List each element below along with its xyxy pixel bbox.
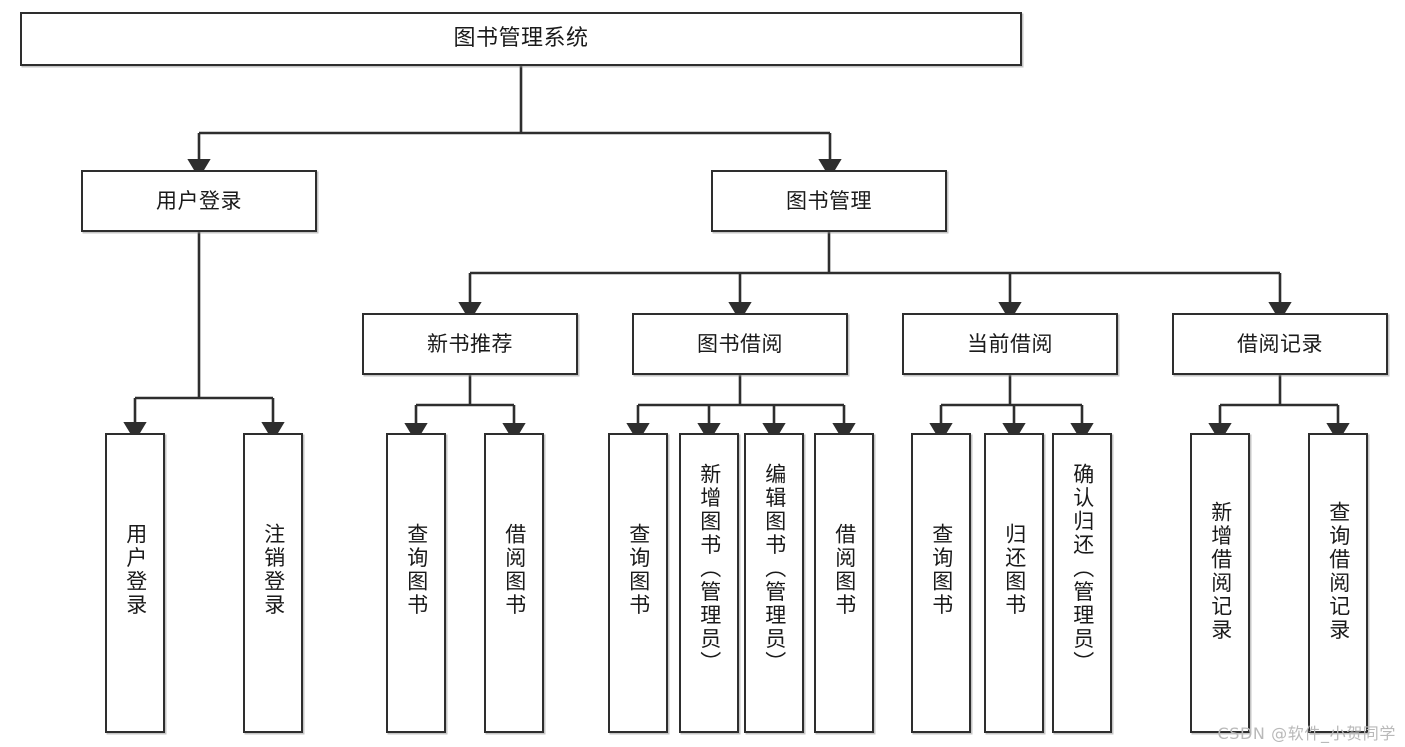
node-label: 用户登录 [156,188,242,213]
node-label: 图书借阅 [697,331,783,356]
leaf-borrow-book-rec[interactable]: 借阅图书 [484,433,544,733]
node-label: 借阅图书 [832,523,857,617]
node-label: 图书管理 [786,188,872,213]
node-label: 编辑图书（管理员） [762,463,787,675]
leaf-borrow-book[interactable]: 借阅图书 [814,433,874,733]
watermark: CSDN @软件_小贺同学 [1217,724,1396,743]
leaf-add-book-admin[interactable]: 新增图书（管理员） [679,433,739,733]
leaf-query-borrow-record[interactable]: 查询借阅记录 [1308,433,1368,733]
node-current-borrow[interactable]: 当前借阅 [902,313,1118,375]
leaf-confirm-return-admin[interactable]: 确认归还（管理员） [1052,433,1112,733]
node-label: 查询图书 [929,523,954,617]
node-label: 新增借阅记录 [1208,501,1233,642]
node-book-management[interactable]: 图书管理 [711,170,947,232]
node-book-borrow[interactable]: 图书借阅 [632,313,848,375]
node-label: 查询图书 [626,523,651,617]
leaf-query-book-current[interactable]: 查询图书 [911,433,971,733]
node-label: 借阅记录 [1237,331,1323,356]
node-label: 用户登录 [123,523,148,617]
node-label: 借阅图书 [502,523,527,617]
leaf-user-login[interactable]: 用户登录 [105,433,165,733]
node-label: 新增图书（管理员） [697,463,722,675]
leaf-query-book-rec[interactable]: 查询图书 [386,433,446,733]
leaf-add-borrow-record[interactable]: 新增借阅记录 [1190,433,1250,733]
leaf-logout[interactable]: 注销登录 [243,433,303,733]
node-label: 新书推荐 [427,331,513,356]
node-label: 查询图书 [404,523,429,617]
node-user-login[interactable]: 用户登录 [81,170,317,232]
leaf-query-book-borrow[interactable]: 查询图书 [608,433,668,733]
node-label: 注销登录 [261,523,286,617]
leaf-edit-book-admin[interactable]: 编辑图书（管理员） [744,433,804,733]
node-label: 确认归还（管理员） [1070,463,1095,675]
node-label: 归还图书 [1002,523,1027,617]
node-label: 查询借阅记录 [1326,501,1351,642]
node-label: 当前借阅 [967,331,1053,356]
node-new-book-recommend[interactable]: 新书推荐 [362,313,578,375]
node-borrow-record[interactable]: 借阅记录 [1172,313,1388,375]
node-root-system[interactable]: 图书管理系统 [20,12,1022,66]
leaf-return-book[interactable]: 归还图书 [984,433,1044,733]
node-label: 图书管理系统 [453,26,589,52]
